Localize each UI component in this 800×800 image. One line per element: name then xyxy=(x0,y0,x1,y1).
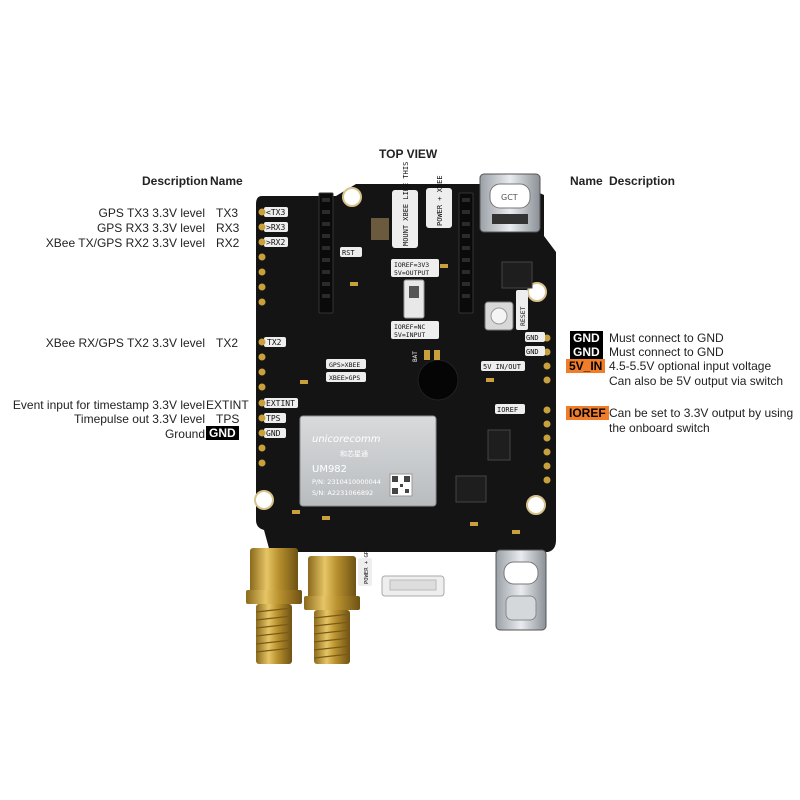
sma-connector-left xyxy=(246,548,302,664)
pin-name-gnd-left: GND xyxy=(206,426,239,440)
silk-power-xbee: POWER + XBEE xyxy=(436,175,444,226)
pin-name-rx3: RX3 xyxy=(216,221,240,235)
module-brand-cn: 和芯星通 xyxy=(340,449,368,458)
module-sn: S/N: A2231066892 xyxy=(312,489,373,497)
silk-pin-tx2: TX2 xyxy=(267,338,282,347)
pin-name-gnd-right-1: GND xyxy=(570,331,603,345)
silk-5v-input: 5V=INPUT xyxy=(394,331,425,339)
right-description-header: Description xyxy=(609,174,676,188)
silk-bat: BAT xyxy=(412,351,419,362)
pin-description-ioref-line1: Can be set to 3.3V output by using xyxy=(609,406,794,420)
pin-description-tps: Timepulse out 3.3V level xyxy=(74,412,205,426)
silk-pin-gnd: GND xyxy=(266,429,281,438)
silk-gct: GCT xyxy=(501,193,518,202)
svg-text:GND: GND xyxy=(526,348,539,356)
pin-name-5v-in: 5V_IN xyxy=(566,359,606,373)
mount-hole-right-bottom xyxy=(526,495,546,515)
pin-description-tx3: GPS TX3 3.3V level xyxy=(98,206,206,220)
pin-name-rx2: RX2 xyxy=(216,236,240,250)
silk-pin-rx2: >RX2 xyxy=(266,238,285,247)
silk-5v-inout: 5V IN/OUT xyxy=(483,363,522,371)
silk-pin-extint: EXTINT xyxy=(266,399,295,408)
pin-name-tps: TPS xyxy=(216,412,240,426)
pin-name-tx3: TX3 xyxy=(216,206,239,220)
module-pn: P/N: 2310410000044 xyxy=(312,478,381,486)
silk-power-gps: POWER + GPS xyxy=(364,548,370,584)
module-model: UM982 xyxy=(312,464,347,475)
silk-rst: RST xyxy=(342,249,355,257)
pin-name-tx2: TX2 xyxy=(216,336,239,350)
pin-description-gnd-right-1: Must connect to GND xyxy=(609,331,724,345)
left-name-header: Name xyxy=(210,174,243,188)
silk-5v-output: 5V=OUTPUT xyxy=(394,269,429,277)
sma-connector-right xyxy=(304,556,360,664)
pin-description-rx2: XBee TX/GPS RX2 3.3V level xyxy=(45,236,205,250)
module-brand: unicorecomm xyxy=(312,434,381,445)
pin-description-5v-in-line2: Can also be 5V output via switch xyxy=(609,374,784,388)
silk-pin-rx3: >RX3 xyxy=(266,223,285,232)
pin-description-gnd: Ground xyxy=(164,427,205,441)
silk-ioref-nc: IOREF=NC xyxy=(394,323,425,331)
mount-hole-top xyxy=(342,187,362,207)
silk-ioref: IOREF xyxy=(497,406,518,414)
silk-reset: RESET xyxy=(519,306,527,326)
silk-ioref-3v3: IOREF=3V3 xyxy=(394,261,429,269)
pin-description-extint: Event input for timestamp 3.3V level xyxy=(12,398,205,412)
pin-description-gnd-right-2: Must connect to GND xyxy=(609,345,724,359)
backup-battery xyxy=(417,359,459,401)
pin-description-ioref-line2: the onboard switch xyxy=(609,421,710,435)
pin-description-tx2: XBee RX/GPS TX2 3.3V level xyxy=(45,336,205,350)
right-name-header: Name xyxy=(570,174,603,188)
left-description-header: Description xyxy=(142,174,209,188)
pin-name-ioref: IOREF xyxy=(566,406,609,420)
silk-gps-xbee: GPS>XBEE xyxy=(329,361,360,369)
pin-description-rx3: GPS RX3 3.3V level xyxy=(96,221,205,235)
silk-mount-xbee: MOUNT XBEE LIKE THIS xyxy=(402,162,410,246)
silk-xbee-gps: XBEE>GPS xyxy=(329,374,360,382)
silk-pin-tx3: <TX3 xyxy=(266,208,285,217)
mount-hole-left xyxy=(254,490,274,510)
silk-pin-tps: TPS xyxy=(266,414,281,423)
svg-text:GND: GND xyxy=(526,334,539,342)
pin-description-5v-in-line1: 4.5-5.5V optional input voltage xyxy=(609,359,772,373)
diagram-title: TOP VIEW xyxy=(379,147,438,161)
pin-name-extint: EXTINT xyxy=(206,398,249,412)
pin-name-gnd-right-2: GND xyxy=(570,345,603,359)
